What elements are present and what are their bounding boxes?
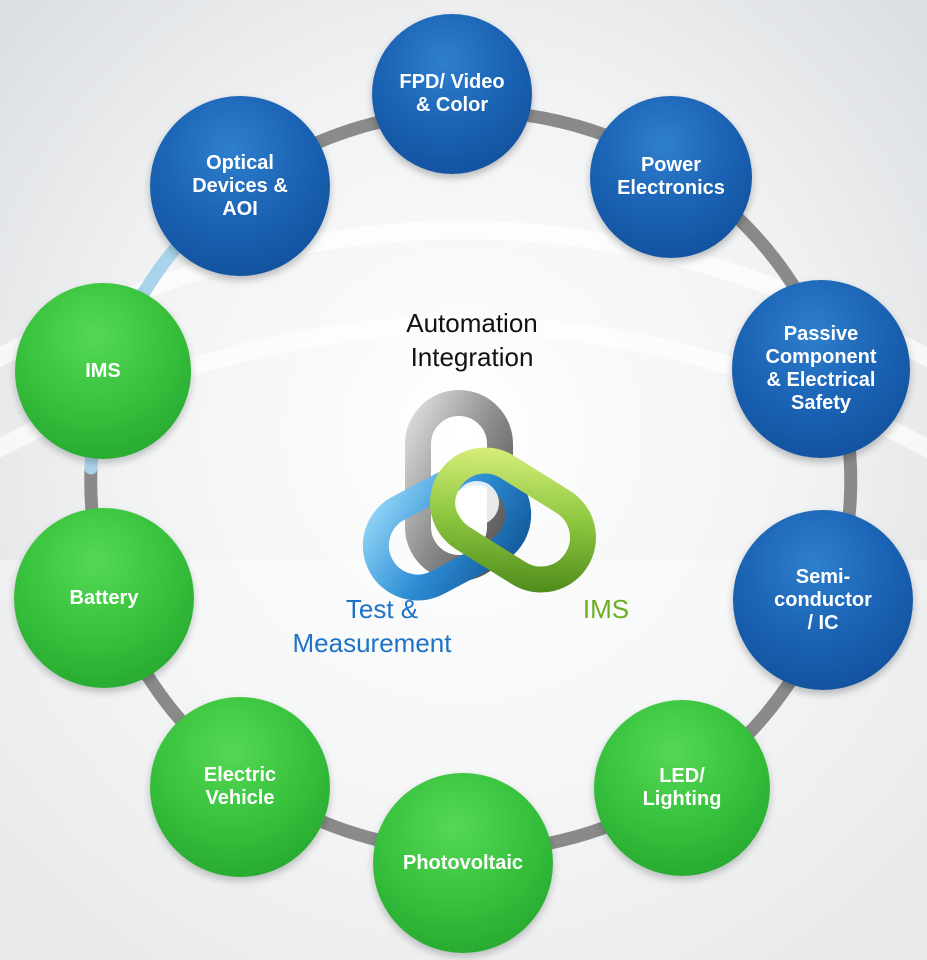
node-passive-component: Passive Component & Electrical Safety: [732, 280, 910, 458]
node-label: Semi- conductor / IC: [774, 566, 872, 635]
node-label-line: Photovoltaic: [402, 851, 523, 874]
blue-link-icon: [362, 459, 532, 601]
node-label: IMS: [85, 360, 121, 383]
node-label-line: Component: [765, 346, 877, 368]
node-label: Optical Devices & AOI: [192, 152, 288, 221]
node-label-line: Electronics: [617, 177, 725, 199]
node-label: FPD/ Video & Color: [399, 71, 504, 117]
node-photovoltaic: Photovoltaic: [373, 773, 553, 953]
node-label: Power Electronics: [617, 154, 725, 200]
node-label-line: Passive: [783, 323, 859, 345]
node-label-line: conductor: [774, 588, 872, 611]
test-measurement-line1: Test &: [345, 594, 419, 624]
node-label: LED/ Lighting: [643, 765, 722, 811]
node-fpd-video-color: FPD/ Video & Color: [372, 14, 532, 174]
test-measurement-line2: Measurement: [292, 628, 452, 658]
center-title-line2: Integration: [410, 342, 534, 372]
node-label-line: / IC: [807, 611, 839, 634]
node-label-line: Power: [640, 154, 701, 176]
node-label: Passive Component & Electrical Safety: [765, 323, 876, 415]
node-led-lighting: LED/ Lighting: [594, 700, 770, 876]
node-electric-vehicle: Electric Vehicle: [150, 697, 330, 877]
node-label-line: Lighting: [642, 788, 722, 810]
node-label-line: LED/: [659, 765, 705, 787]
node-label-line: Battery: [69, 586, 139, 609]
node-label-line: FPD/ Video: [399, 71, 505, 93]
node-semiconductor-ic: Semi- conductor / IC: [733, 510, 913, 690]
node-label-line: Safety: [790, 392, 852, 414]
node-label-line: & Color: [415, 94, 489, 116]
node-optical-devices-aoi: Optical Devices & AOI: [150, 96, 330, 276]
node-label: Photovoltaic: [403, 852, 523, 875]
ims-center-label: IMS: [582, 594, 630, 624]
node-label-line: Optical: [206, 151, 274, 174]
node-battery: Battery: [14, 508, 194, 688]
node-label-line: Vehicle: [205, 787, 275, 809]
node-label-line: AOI: [222, 197, 258, 220]
node-label-line: Electric: [203, 764, 277, 786]
node-label: Battery: [70, 587, 139, 610]
node-label-line: Semi-: [795, 565, 851, 588]
node-label-line: & Electrical: [766, 369, 876, 391]
logo-highlight: [455, 481, 499, 525]
green-link-icon: [430, 447, 596, 593]
node-label-line: Devices &: [192, 174, 288, 197]
node-ims: IMS: [15, 283, 191, 459]
node-label: Electric Vehicle: [204, 764, 276, 810]
node-label-line: IMS: [85, 359, 121, 382]
automation-integration-logo: [362, 390, 596, 601]
center-title-line1: Automation: [406, 308, 538, 338]
node-power-electronics: Power Electronics: [590, 96, 752, 258]
